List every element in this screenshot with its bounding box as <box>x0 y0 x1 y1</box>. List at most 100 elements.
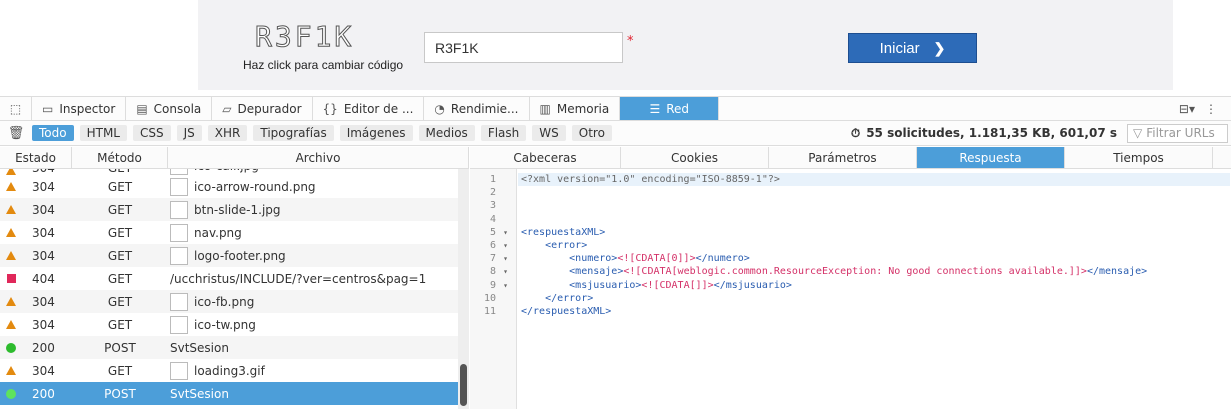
status-code: 304 <box>32 248 55 263</box>
tab-label: Editor de ... <box>343 101 414 116</box>
code-line: <mensaje><![CDATA[weblogic.common.Resour… <box>521 266 1148 278</box>
fold-arrow-icon[interactable]: ▾ <box>503 240 508 250</box>
tab-console[interactable]: ▤ Consola <box>126 97 213 120</box>
inspector-icon: ▭ <box>42 101 54 116</box>
filter-images[interactable]: Imágenes <box>339 125 413 141</box>
code-line: <msjusuario><![CDATA[]]></msjusuario> <box>521 279 792 291</box>
status-indicator <box>0 366 22 375</box>
file-name: /ucchristus/INCLUDE/?ver=centros&pag=1 <box>170 271 427 286</box>
request-method: GET <box>72 169 168 175</box>
request-file: SvtSesion <box>168 387 458 401</box>
captcha-input[interactable] <box>424 32 623 63</box>
more-icon[interactable]: ⋮ <box>1205 101 1217 116</box>
request-list-scrollbar[interactable] <box>458 169 469 409</box>
debugger-icon: ▱ <box>222 101 232 116</box>
console-icon: ▤ <box>136 101 148 116</box>
request-method: GET <box>107 317 133 332</box>
line-number-text: 6 <box>489 239 496 251</box>
dock-icon[interactable]: ⊟▾ <box>1178 101 1195 116</box>
performance-icon: ◔ <box>434 101 445 116</box>
tab-network[interactable]: ☰ Red <box>620 97 720 120</box>
column-method[interactable]: Método <box>72 147 168 168</box>
tab-label: Depurador <box>237 101 302 116</box>
tab-memory[interactable]: ▥ Memoria <box>530 97 621 120</box>
request-table-header: Estado Método Archivo <box>0 147 469 169</box>
filter-all[interactable]: Todo <box>32 125 74 141</box>
filter-js[interactable]: JS <box>176 125 202 141</box>
code-line: <error> <box>521 239 588 251</box>
tab-debugger[interactable]: ▱ Depurador <box>212 97 313 120</box>
status-indicator <box>0 320 22 329</box>
request-list: 304GETico-call.jpg304GETico-arrow-round.… <box>0 169 458 409</box>
tab-performance[interactable]: ◔ Rendimie... <box>424 97 530 120</box>
success-icon <box>6 342 16 353</box>
element-picker-button[interactable]: ⬚ <box>0 97 32 120</box>
filter-ws[interactable]: WS <box>532 125 566 141</box>
scrollbar-thumb[interactable] <box>460 364 467 406</box>
fold-arrow-icon[interactable]: ▾ <box>503 267 508 277</box>
line-number-text: 7 <box>489 253 496 265</box>
tab-label: Memoria <box>556 101 610 116</box>
filter-other[interactable]: Otro <box>571 125 612 141</box>
chevron-right-icon: ❯ <box>933 39 946 56</box>
devtools-options: ⊟▾ ⋮ <box>1179 97 1231 120</box>
image-thumbnail-icon <box>170 177 188 196</box>
memory-icon: ▥ <box>539 101 551 116</box>
status-code: 304 <box>32 294 55 309</box>
line-number-text: 2 <box>489 187 496 199</box>
status-code: 404 <box>32 271 55 286</box>
request-method: GET <box>107 179 133 194</box>
status-code: 304 <box>32 202 55 217</box>
filter-flash[interactable]: Flash <box>480 125 527 141</box>
captcha-hint[interactable]: Haz click para cambiar código <box>243 58 404 72</box>
image-thumbnail-icon <box>170 246 188 265</box>
fold-arrow-icon[interactable]: ▾ <box>503 254 508 264</box>
trash-icon[interactable]: 🗑 <box>7 125 25 141</box>
tab-timings[interactable]: Tiempos <box>1065 147 1213 168</box>
tab-inspector[interactable]: ▭ Inspector <box>32 97 127 120</box>
tab-style-editor[interactable]: {} Editor de ... <box>313 97 425 120</box>
filter-css[interactable]: CSS <box>133 125 171 141</box>
line-number: 10 <box>470 292 516 305</box>
request-file: /ucchristus/INCLUDE/?ver=centros&pag=1 <box>168 272 458 286</box>
code-line: <respuestaXML> <box>521 226 606 238</box>
fold-arrow-icon[interactable]: ▾ <box>503 280 508 290</box>
stopwatch-icon[interactable]: ⏱ <box>850 125 861 140</box>
filter-placeholder: Filtrar URLs <box>1146 126 1215 140</box>
start-button[interactable]: Iniciar ❯ <box>848 33 977 63</box>
filter-html[interactable]: HTML <box>79 125 127 141</box>
fold-arrow-icon[interactable]: ▾ <box>503 227 508 237</box>
line-number-text: 9 <box>489 279 496 291</box>
tab-cookies[interactable]: Cookies <box>621 147 769 168</box>
status-code: 200 <box>32 340 55 355</box>
status-indicator <box>0 205 22 214</box>
status-indicator <box>0 297 22 306</box>
status-indicator <box>0 228 22 237</box>
status-code: 304 <box>32 363 55 378</box>
filter-media[interactable]: Medios <box>418 125 475 141</box>
code-line: </error> <box>521 292 594 304</box>
tab-params[interactable]: Parámetros <box>769 147 917 168</box>
error-icon <box>6 274 16 283</box>
column-file[interactable]: Archivo <box>168 147 469 168</box>
tab-response[interactable]: Respuesta <box>917 147 1065 168</box>
filter-urls-input[interactable]: ▽ Filtrar URLs <box>1127 123 1228 143</box>
tab-headers[interactable]: Cabeceras <box>470 147 621 168</box>
filter-xhr[interactable]: XHR <box>207 125 248 141</box>
column-status[interactable]: Estado <box>0 147 72 168</box>
captcha-image[interactable]: R3F1K <box>255 20 355 53</box>
filter-fonts[interactable]: Tipografías <box>253 125 334 141</box>
